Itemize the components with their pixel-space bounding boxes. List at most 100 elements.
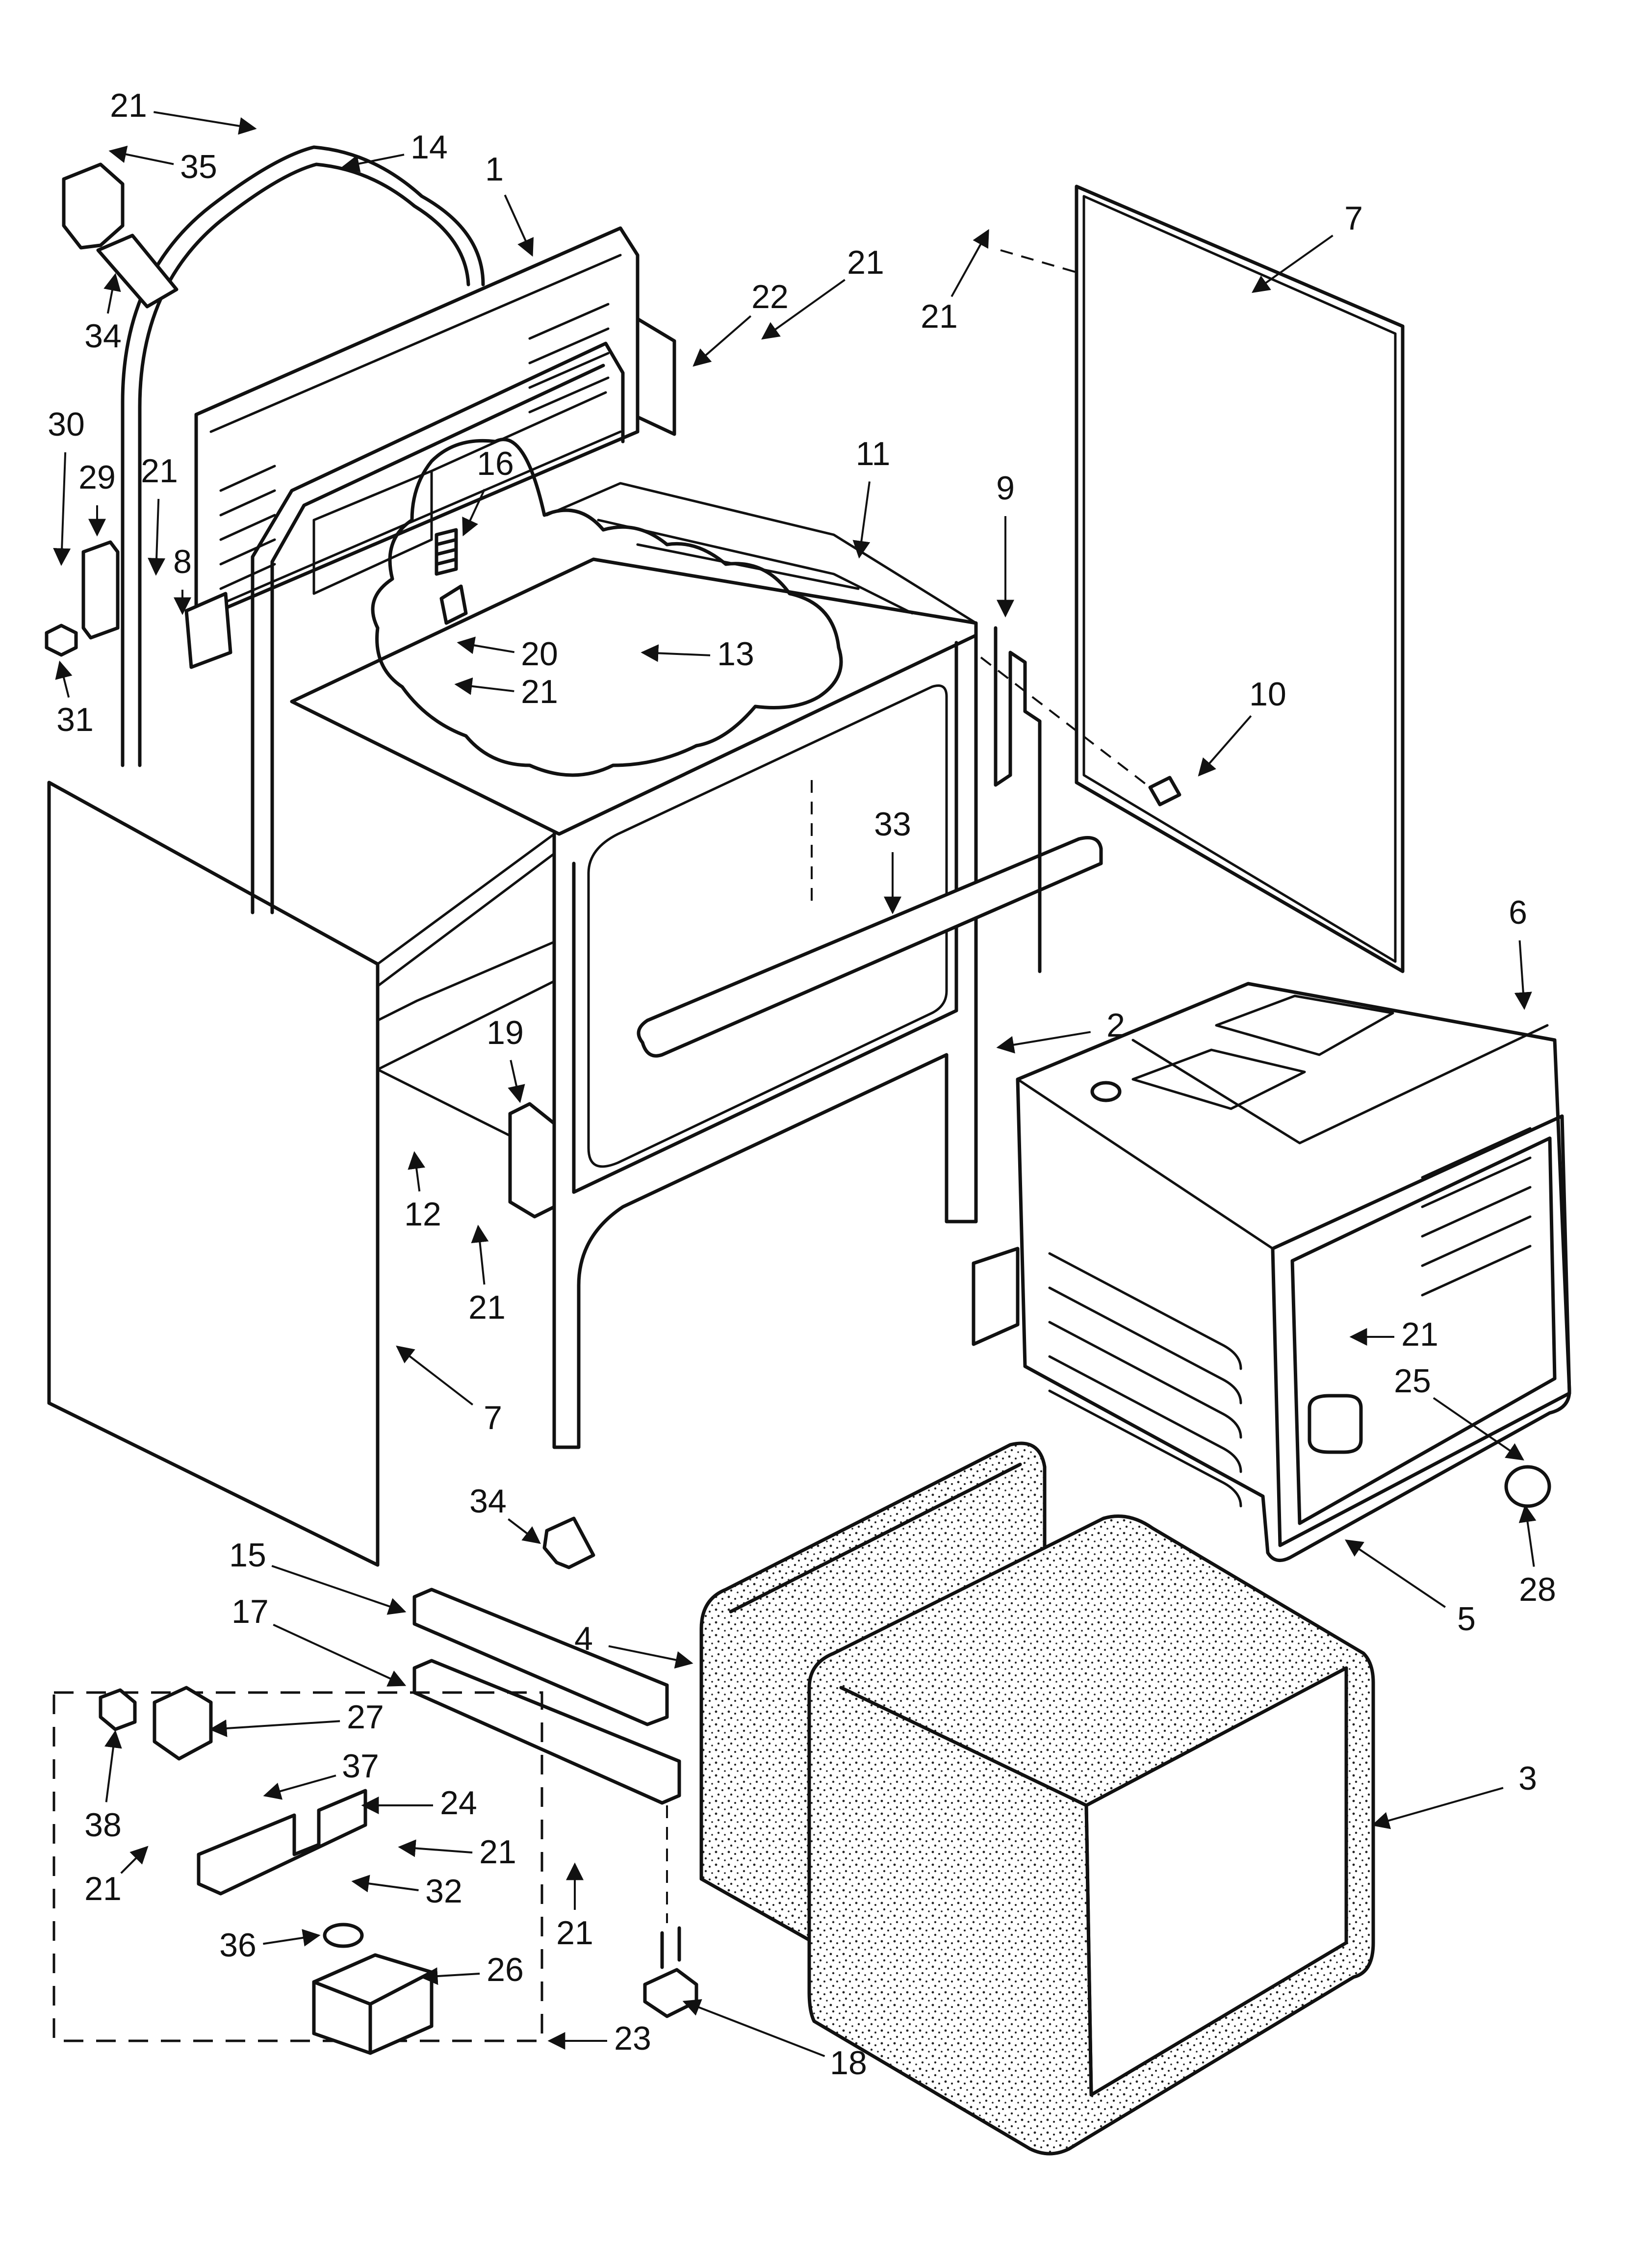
callout-label-7: 7: [1344, 200, 1363, 237]
callout-leader-26: [420, 1967, 480, 1985]
kit-washer: [323, 1923, 364, 1948]
callout-leader-21: [398, 1839, 473, 1857]
callout-label-21: 21: [84, 1870, 122, 1907]
callout-label-4: 4: [574, 1620, 593, 1657]
insulation-cutaway: [371, 438, 843, 777]
callout-label-34: 34: [84, 317, 122, 355]
callout-leader-13: [641, 644, 711, 662]
clip: [439, 584, 468, 625]
kit-mount: [197, 1789, 367, 1896]
callout-leader-21: [761, 279, 846, 340]
cross-brace: [637, 836, 1103, 1058]
hex-nut: [45, 624, 78, 657]
callout-label-37: 37: [342, 1747, 379, 1785]
callout-leader-21: [950, 229, 989, 297]
callout-label-21: 21: [1401, 1316, 1438, 1353]
rear-panel: [194, 226, 640, 623]
bracket: [508, 1102, 556, 1219]
callout-leader-18: [682, 1999, 825, 2058]
callout-leader-20: [457, 636, 515, 654]
callout-label-8: 8: [173, 543, 192, 580]
cavity-plug: [1504, 1465, 1551, 1508]
callout-label-29: 29: [78, 459, 116, 496]
callout-label-22: 22: [751, 278, 789, 315]
callout-label-27: 27: [347, 1698, 384, 1736]
callout-leader-31: [55, 660, 73, 698]
callout-label-23: 23: [614, 2020, 651, 2057]
callout-leaders: [53, 111, 1537, 2058]
callout-label-32: 32: [425, 1873, 462, 1910]
kit-bracket: [153, 1686, 213, 1761]
callout-leader-14: [341, 154, 405, 173]
junction-box: [184, 592, 232, 669]
callout-label-21: 21: [847, 244, 884, 281]
callout-leader-22: [693, 315, 752, 367]
callout-leader-25: [1433, 1397, 1524, 1461]
callout-leader-38: [104, 1730, 122, 1802]
vent-cap: [62, 162, 125, 250]
callout-label-26: 26: [487, 1951, 524, 1988]
leveling-kit-box: [52, 1691, 543, 2042]
callout-label-9: 9: [996, 469, 1015, 507]
callout-label-31: 31: [56, 701, 94, 738]
callout-leader-21: [454, 677, 514, 695]
callout-label-18: 18: [830, 2044, 867, 2082]
callout-label-36: 36: [219, 1927, 257, 1964]
callout-label-38: 38: [84, 1806, 122, 1844]
callout-leader-12: [408, 1151, 426, 1192]
callout-leader-34: [103, 273, 121, 314]
bake-burner-sensor: [1308, 1394, 1363, 1454]
callout-label-21: 21: [479, 1833, 516, 1871]
kit-nut: [99, 1688, 137, 1731]
callout-label-33: 33: [874, 806, 911, 843]
callout-leader-2: [996, 1031, 1091, 1054]
vent-clip: [96, 234, 179, 309]
callout-label-12: 12: [404, 1196, 441, 1233]
callout-leader-7: [396, 1345, 474, 1406]
side-panel-right: [1075, 184, 1405, 973]
callout-leader-21: [120, 1846, 149, 1874]
cabinet-frame: [251, 341, 625, 914]
callout-leader-21: [148, 498, 166, 576]
terminal-screw: [1148, 776, 1181, 807]
side-bracket: [994, 626, 1042, 973]
callout-label-25: 25: [1394, 1362, 1431, 1400]
callout-label-6: 6: [1509, 894, 1527, 931]
callout-leader-28: [1518, 1504, 1537, 1567]
callout-label-30: 30: [48, 406, 85, 443]
spring: [435, 528, 458, 576]
callout-leader-6: [1514, 940, 1532, 1010]
callout-leader-30: [53, 452, 71, 566]
callout-label-21: 21: [110, 87, 147, 124]
terminal-block: [81, 540, 120, 640]
hinge: [636, 317, 676, 436]
callout-leader-11: [852, 481, 871, 559]
top-frame: [290, 557, 978, 836]
callout-label-21: 21: [921, 298, 958, 335]
callout-label-1: 1: [485, 151, 504, 188]
callout-label-15: 15: [229, 1537, 266, 1574]
callout-label-21: 21: [141, 452, 178, 490]
callout-label-2: 2: [1106, 1007, 1125, 1044]
callout-leader-5: [1345, 1539, 1446, 1608]
callout-leader-17: [273, 1623, 407, 1687]
callout-leader-32: [351, 1875, 419, 1893]
callout-label-24: 24: [440, 1784, 477, 1822]
callout-label-7: 7: [484, 1399, 502, 1436]
callout-label-34: 34: [469, 1483, 507, 1520]
callout-label-21: 21: [521, 673, 558, 710]
rail-upper: [412, 1588, 669, 1726]
callout-leader-36: [263, 1929, 321, 1947]
insulation-wrap-rear: [699, 1441, 1047, 1945]
callout-label-19: 19: [487, 1014, 524, 1051]
callout-label-35: 35: [180, 148, 217, 185]
callout-leader-3: [1371, 1787, 1504, 1829]
part-drawings: [45, 145, 1571, 2156]
callout-label-28: 28: [1519, 1571, 1556, 1608]
callout-leader-15: [271, 1565, 407, 1615]
callout-leader-4: [608, 1645, 693, 1669]
callout-leader-10: [1198, 715, 1252, 777]
callout-label-11: 11: [856, 435, 891, 472]
callout-label-21: 21: [468, 1289, 506, 1326]
